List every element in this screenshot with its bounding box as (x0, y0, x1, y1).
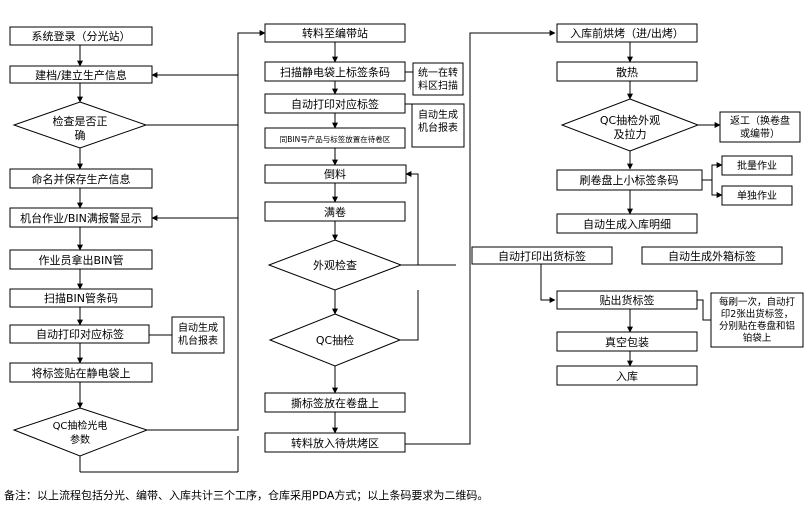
create-info-box (9, 65, 153, 84)
auto-report-1-line1: 自动生成 (178, 321, 218, 334)
tear-label-label: 撕标签放在卷盘上 (291, 396, 379, 410)
auto-report-2-line2: 机台报表 (418, 121, 458, 134)
scan-bin-label: 扫描BIN管条码 (44, 291, 118, 305)
each-scan-line1: 每刷一次，自动打 (719, 296, 796, 308)
same-bin-box (264, 127, 406, 149)
qc-sample-decision (268, 313, 402, 367)
print-ship-box (471, 246, 613, 265)
full-reel-box (264, 201, 406, 222)
tear-label-box (264, 392, 406, 413)
qc-photo-decision (12, 407, 149, 457)
rework-line2: 或编带） (740, 127, 780, 140)
pour-box (264, 164, 407, 184)
transfer-box (264, 23, 406, 43)
same-bin-label: 同BIN号产品与标签放置在待卷区 (280, 134, 391, 144)
vacuum-label: 真空包装 (605, 335, 649, 349)
rework-line1: 返工（换卷盘 (730, 114, 790, 127)
footer-note: 备注：以上流程包括分光、编带、入库共计三个工序，仓库采用PDA方式；以上条码要求… (4, 489, 489, 502)
outer-box-label: 自动生成外箱标签 (668, 249, 756, 263)
appearance-decision (267, 239, 403, 291)
unified-line1: 统一在转 (418, 66, 458, 79)
qc-photo-label-2: 参数 (70, 433, 90, 446)
check-decision (12, 101, 148, 149)
single-label: 单独作业 (737, 189, 777, 202)
print-label-label: 自动打印对应标签 (36, 327, 124, 341)
outer-box-box (641, 246, 783, 265)
batch-label: 批量作业 (737, 159, 777, 172)
each-scan-box (710, 292, 804, 348)
qc-pull-label-1: QC抽检外观 (600, 113, 660, 127)
warehouse-label: 入库 (616, 370, 638, 383)
qc-pull-decision (560, 98, 700, 152)
unified-line2: 料区扫描 (418, 79, 458, 92)
stick-label-label: 将标签贴在静电袋上 (32, 366, 131, 380)
unified-scan-box (412, 62, 464, 96)
each-scan-line4: 铂袋上 (743, 332, 772, 344)
vacuum-box (556, 331, 698, 352)
to-oven-box (264, 432, 406, 453)
transfer-label: 转料至编带站 (302, 26, 368, 40)
cool-box (556, 61, 698, 82)
scan-bin-box (9, 288, 153, 308)
cool-label: 散热 (616, 65, 638, 79)
save-info-box (9, 168, 153, 189)
stock-detail-box (556, 213, 698, 234)
pour-label: 倒料 (324, 167, 346, 181)
auto-report-box-1 (171, 316, 225, 354)
print-label-2-label: 自动打印对应标签 (291, 97, 379, 111)
auto-report-1-line2: 机台报表 (178, 334, 218, 347)
to-oven-label: 转料放入待烘烤区 (291, 436, 379, 450)
full-reel-label: 满卷 (324, 205, 346, 219)
print-label-box (9, 324, 150, 344)
print-ship-label: 自动打印出货标签 (498, 249, 586, 263)
check-label-2: 确 (75, 129, 86, 142)
auto-report-2-line1: 自动生成 (418, 108, 458, 121)
machine-alarm-label: 机台作业/BIN满报警显示 (20, 211, 142, 225)
save-info-label: 命名并保存生产信息 (32, 172, 131, 186)
batch-box (721, 155, 793, 176)
login-box (9, 26, 153, 46)
auto-report-box-2 (411, 103, 465, 148)
qc-pull-label-2: 及拉力 (614, 127, 647, 141)
scan-small-label: 刷卷盘上小标签条码 (580, 173, 679, 187)
stick-ship-box (556, 290, 698, 310)
pre-bake-box (556, 23, 698, 43)
stick-ship-label: 贴出货标签 (600, 293, 655, 307)
each-scan-line2: 印2张出货标签， (721, 308, 794, 320)
qc-sample-label: QC抽检 (316, 333, 354, 347)
take-bin-label: 作业员拿出BIN管 (38, 253, 123, 267)
take-bin-box (9, 249, 153, 270)
scan-bag-label: 扫描静电袋上标签条码 (280, 65, 390, 79)
check-label-1: 检查是否正 (53, 114, 108, 128)
login-label: 系统登录（分光站） (32, 29, 131, 43)
single-box (721, 185, 793, 206)
pre-bake-label: 入库前烘烤（进/出烤） (570, 26, 684, 40)
create-info-label: 建档/建立生产信息 (35, 68, 127, 82)
each-scan-line3: 分别贴在卷盘和铝 (719, 320, 795, 332)
qc-photo-label-1: QC抽检光电 (53, 419, 108, 432)
appearance-label: 外观检查 (313, 258, 357, 272)
scan-small-box (556, 169, 703, 191)
warehouse-box (556, 365, 698, 386)
machine-alarm-box (9, 207, 153, 228)
rework-box (719, 111, 801, 143)
print-label-box-2 (264, 93, 406, 114)
scan-bag-box (264, 61, 406, 82)
stick-label-box (9, 362, 153, 383)
stock-detail-label: 自动生成入库明细 (583, 217, 671, 231)
